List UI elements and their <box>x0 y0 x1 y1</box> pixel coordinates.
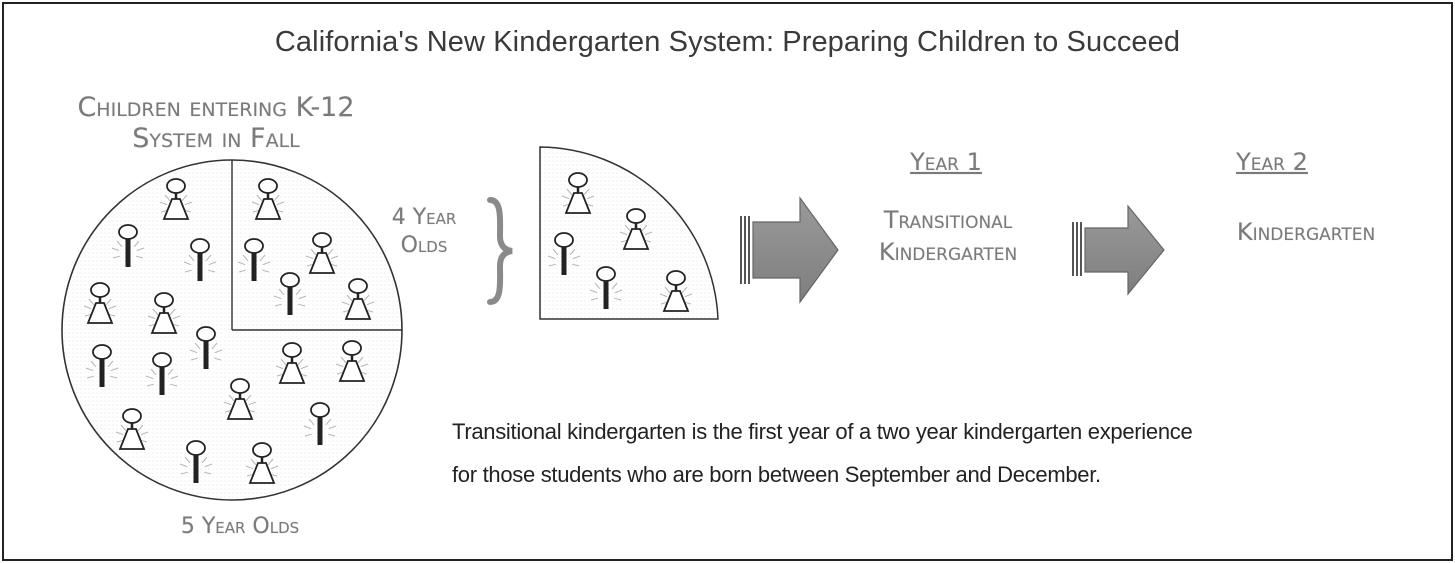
children-entering-line1: Children entering K-12 <box>77 92 355 123</box>
boy-figure-icon <box>179 440 213 483</box>
year2-label: Year 2 <box>1236 148 1308 176</box>
boy-figure-icon <box>85 344 119 387</box>
four-year-line1: 4 Year <box>391 205 457 230</box>
boy-figure-icon <box>589 266 623 309</box>
bracket-icon <box>487 197 513 305</box>
year1-label: Year 1 <box>910 148 982 176</box>
four-year-olds-label: 4 Year Olds <box>372 204 476 260</box>
description-line1: Transitional kindergarten is the first y… <box>452 419 1193 444</box>
children-circle <box>61 159 403 501</box>
children-entering-line2: System in Fall <box>132 123 300 154</box>
girl-figure-icon <box>251 178 285 220</box>
kindergarten-label: Kindergarten <box>1236 218 1376 246</box>
boy-figure-icon <box>145 352 179 395</box>
transitional-kindergarten-label: Transitional Kindergarten <box>838 204 1058 268</box>
girl-figure-icon <box>305 232 339 274</box>
girl-figure-icon <box>147 292 181 334</box>
boy-figure-icon <box>273 272 307 315</box>
boy-figure-icon <box>111 224 145 267</box>
girl-figure-icon <box>115 408 149 450</box>
girl-figure-icon <box>223 378 257 420</box>
girl-figure-icon <box>335 340 369 382</box>
boy-figure-icon <box>183 238 217 281</box>
five-year-olds-label: 5 Year Olds <box>180 514 300 539</box>
children-entering-label: Children entering K-12 System in Fall <box>46 92 386 154</box>
description-line2: for those students who are born between … <box>452 462 1101 487</box>
diagram-title: California's New Kindergarten System: Pr… <box>274 26 1181 58</box>
boy-figure-icon <box>189 326 223 369</box>
arrow-right-icon <box>740 196 839 304</box>
transitional-line1: Transitional <box>883 206 1013 234</box>
transitional-line2: Kindergarten <box>878 238 1018 266</box>
girl-figure-icon <box>275 342 309 384</box>
girl-figure-icon <box>561 172 595 214</box>
boy-figure-icon <box>303 402 337 445</box>
boy-figure-icon <box>547 232 581 275</box>
description-text: Transitional kindergarten is the first y… <box>452 410 1432 496</box>
arrow-right-icon <box>1072 204 1165 296</box>
girl-figure-icon <box>341 278 375 320</box>
girl-figure-icon <box>659 270 693 312</box>
girl-figure-icon <box>245 442 279 484</box>
girl-figure-icon <box>159 178 193 220</box>
girl-figure-icon <box>83 282 117 324</box>
boy-figure-icon <box>237 238 271 281</box>
girl-figure-icon <box>619 208 653 250</box>
four-year-line2: Olds <box>400 233 448 258</box>
children-figures <box>83 172 693 484</box>
